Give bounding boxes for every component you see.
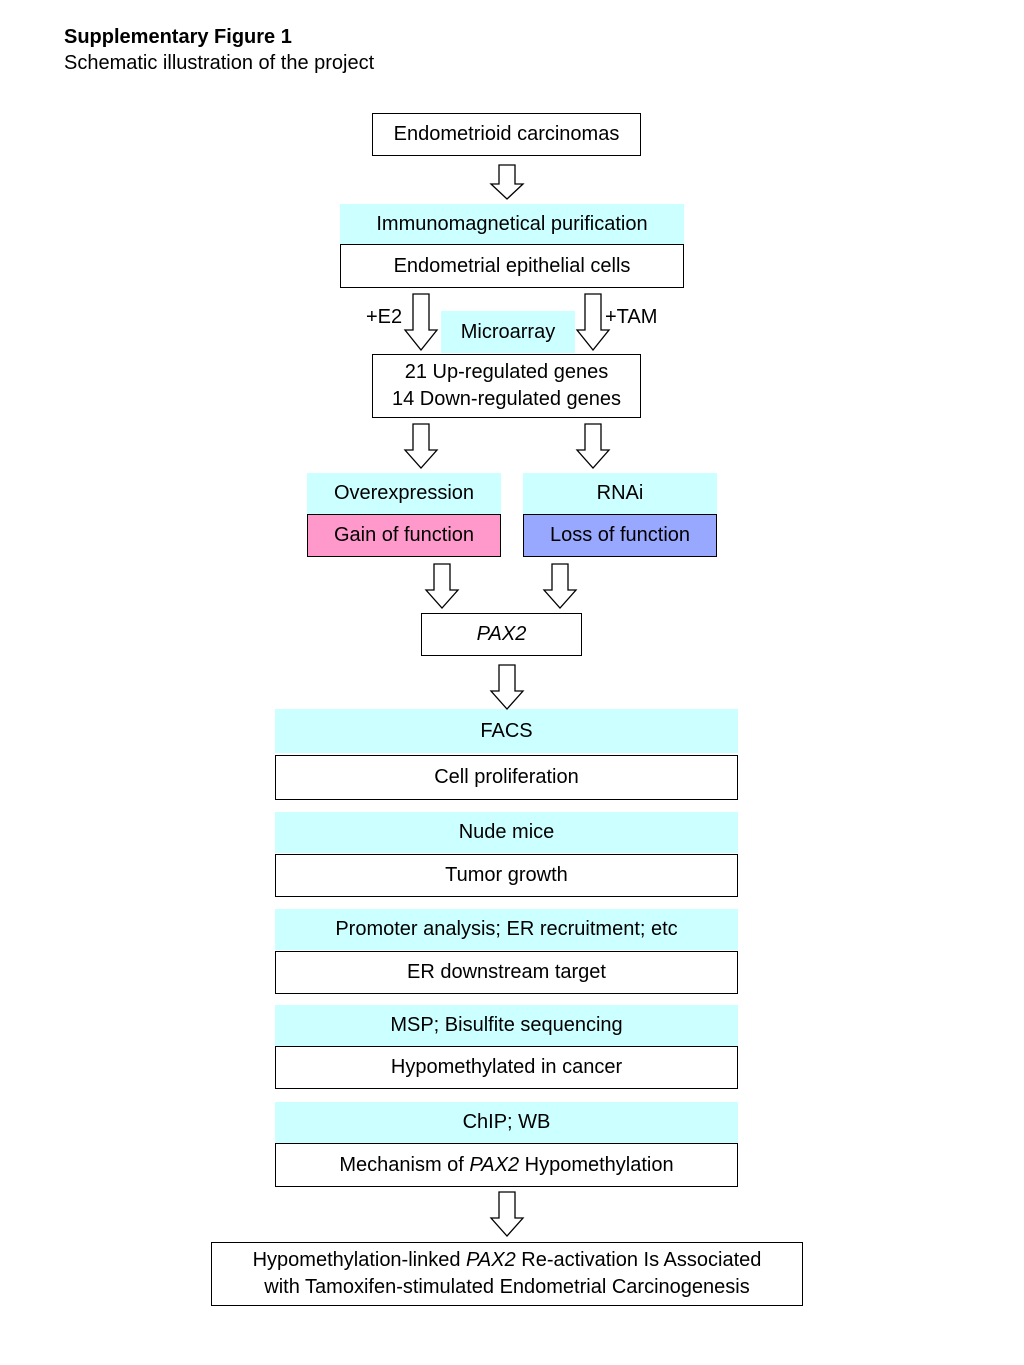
arrow-down-icon <box>489 664 525 710</box>
genes-down-label: 14 Down-regulated genes <box>391 388 622 410</box>
chip-band: ChIP; WB <box>275 1102 738 1143</box>
gain-of-function-label: Gain of function <box>333 524 475 546</box>
tumor-growth-box: Tumor growth <box>275 854 738 897</box>
conclusion-line-2: with Tamoxifen-stimulated Endometrial Ca… <box>264 1276 750 1298</box>
chip-label: ChIP; WB <box>462 1111 551 1133</box>
facs-band: FACS <box>275 709 738 753</box>
purification-label: Immunomagnetical purification <box>376 212 648 235</box>
cells-box: Endometrial epithelial cells <box>340 244 684 288</box>
conclusion-gene: PAX2 <box>466 1249 516 1271</box>
arrow-down-icon <box>575 293 611 351</box>
msp-band: MSP; Bisulfite sequencing <box>275 1005 738 1046</box>
arrow-down-icon <box>575 423 611 469</box>
mechanism-label: Mechanism of PAX2 Hypomethylation <box>339 1153 674 1176</box>
microarray-label: Microarray <box>460 320 556 343</box>
rnai-label: RNAi <box>596 482 644 504</box>
conclusion-line-1: Hypomethylation-linked PAX2 Re-activatio… <box>252 1249 762 1271</box>
source-box: Endometrioid carcinomas <box>372 113 641 156</box>
mechanism-box: Mechanism of PAX2 Hypomethylation <box>275 1143 738 1187</box>
loss-of-function-box: Loss of function <box>523 514 717 557</box>
proliferation-box: Cell proliferation <box>275 755 738 800</box>
nude-mice-label: Nude mice <box>458 821 555 843</box>
overexpression-label: Overexpression <box>333 482 475 504</box>
conclusion-box: Hypomethylation-linked PAX2 Re-activatio… <box>211 1242 803 1306</box>
er-target-box: ER downstream target <box>275 951 738 994</box>
arrow-down-icon <box>489 1191 525 1237</box>
source-label: Endometrioid carcinomas <box>393 123 620 145</box>
msp-label: MSP; Bisulfite sequencing <box>390 1014 623 1036</box>
figure-title: Supplementary Figure 1 <box>64 26 292 48</box>
promoter-label: Promoter analysis; ER recruitment; etc <box>335 918 678 940</box>
facs-label: FACS <box>480 719 533 742</box>
mechanism-gene: PAX2 <box>469 1153 520 1176</box>
loss-of-function-label: Loss of function <box>549 524 691 546</box>
arrow-down-icon <box>542 563 578 609</box>
rnai-band: RNAi <box>523 473 717 514</box>
hypomethylated-box: Hypomethylated in cancer <box>275 1046 738 1089</box>
treatment-tam-label: +TAM <box>605 306 658 328</box>
arrow-down-icon <box>403 423 439 469</box>
hypomethylated-label: Hypomethylated in cancer <box>390 1056 623 1078</box>
overexpression-band: Overexpression <box>307 473 501 514</box>
arrow-down-icon <box>424 563 460 609</box>
figure-subtitle: Schematic illustration of the project <box>64 52 375 74</box>
treatment-e2-label: +E2 <box>366 306 403 328</box>
gene-label: PAX2 <box>476 623 527 645</box>
microarray-band: Microarray <box>441 311 575 353</box>
nude-mice-band: Nude mice <box>275 812 738 853</box>
tumor-growth-label: Tumor growth <box>445 864 568 886</box>
genes-up-label: 21 Up-regulated genes <box>404 361 609 383</box>
proliferation-label: Cell proliferation <box>434 766 579 788</box>
promoter-band: Promoter analysis; ER recruitment; etc <box>275 909 738 950</box>
er-target-label: ER downstream target <box>407 961 606 983</box>
gene-box: PAX2 <box>421 613 582 656</box>
gain-of-function-box: Gain of function <box>307 514 501 557</box>
purification-band: Immunomagnetical purification <box>340 204 684 244</box>
arrow-down-icon <box>489 164 525 200</box>
arrow-down-icon <box>403 293 439 351</box>
cells-label: Endometrial epithelial cells <box>393 254 631 277</box>
genes-box: 21 Up-regulated genes 14 Down-regulated … <box>372 354 641 418</box>
